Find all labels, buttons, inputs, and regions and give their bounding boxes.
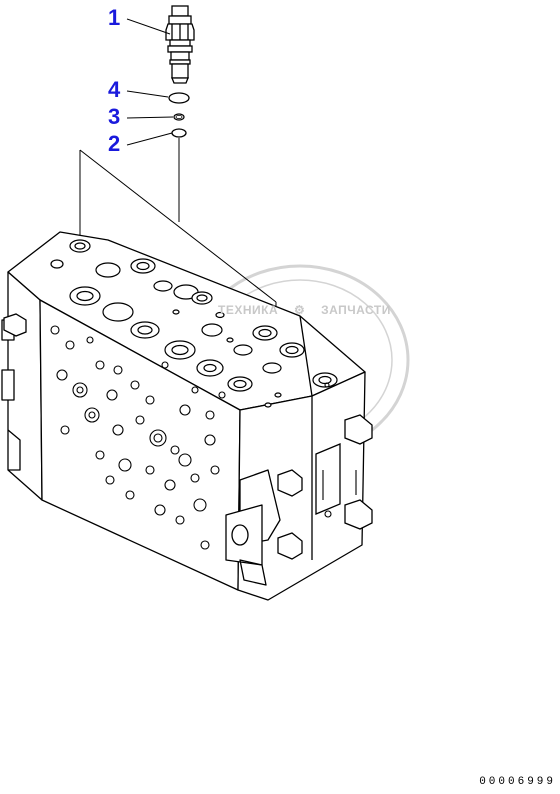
o-ring-part-4 [168, 92, 190, 104]
end-block-bolts [322, 382, 357, 518]
callout-1: 1 [108, 5, 121, 30]
o-ring-part-2 [171, 128, 187, 138]
backup-ring-part-3 [173, 113, 185, 121]
watermark-text: ТЕХНИКА ⚙ ЗАПЧАСТИ [212, 303, 397, 317]
drawing-number: 00006999 [479, 776, 556, 788]
top-face-ports [50, 239, 338, 408]
callout-3: 3 [108, 104, 121, 129]
leader-lines [79, 18, 277, 318]
watermark-left-text: ТЕХНИКА [218, 303, 279, 317]
callout-2: 2 [108, 131, 121, 156]
callout-4: 4 [108, 77, 121, 102]
relief-valve-cartridge [165, 5, 195, 84]
watermark-right-text: ЗАПЧАСТИ [321, 303, 391, 317]
front-face-holes [50, 325, 226, 550]
control-valve-body [1, 231, 366, 601]
end-block-plugs [3, 313, 373, 560]
gear-icon: ⚙ [293, 303, 306, 317]
